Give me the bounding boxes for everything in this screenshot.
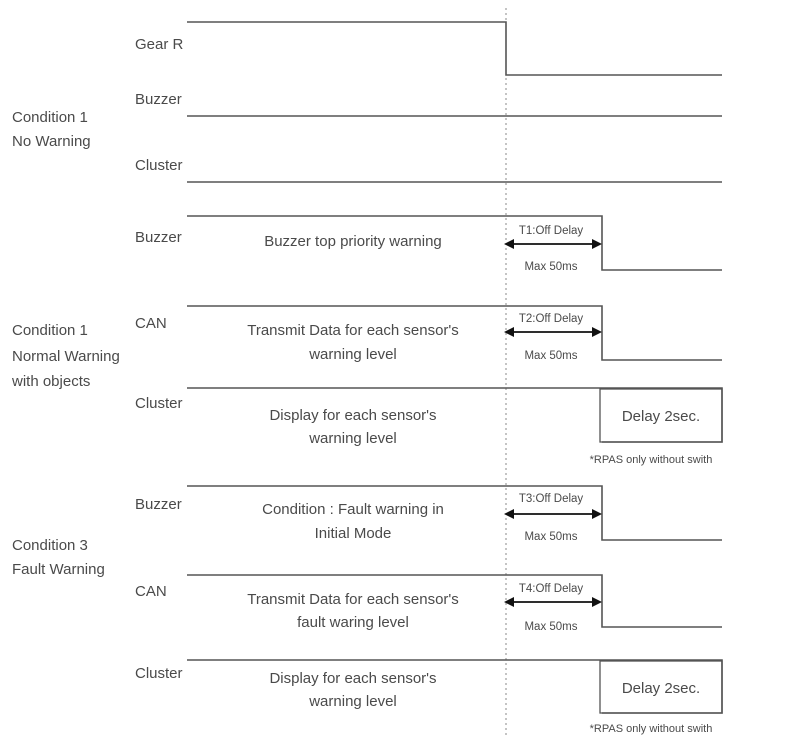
signal-label-buzzer: Buzzer [135, 229, 182, 246]
condition-2-subtitle: Normal Warning [12, 348, 120, 365]
arrow-left-head-icon [504, 597, 514, 607]
display-warning-text-line-1: Display for each sensor's [269, 407, 436, 424]
signal-label-can: CAN [135, 315, 167, 332]
arrow-right-head-icon [592, 327, 602, 337]
arrow-right-head-icon [592, 597, 602, 607]
t2-max-label: Max 50ms [524, 350, 577, 362]
signal-label-gear-r: Gear R [135, 36, 184, 53]
arrow-right-head-icon [592, 239, 602, 249]
can-waveform-condition-3 [187, 574, 722, 628]
t3-max-label: Max 50ms [524, 531, 577, 543]
t4-max-label: Max 50ms [524, 621, 577, 633]
t1-max-label: Max 50ms [524, 261, 577, 273]
transmit-fault-text-line-2: fault waring level [297, 614, 409, 631]
signal-label-cluster: Cluster [135, 395, 183, 412]
rpas-note: *RPAS only without swith [590, 454, 713, 466]
arrow-left-head-icon [504, 327, 514, 337]
condition-2-title: Condition 1 [12, 322, 88, 339]
display-fault-text-line-1: Display for each sensor's [269, 670, 436, 687]
transmit-fault-text-line-1: Transmit Data for each sensor's [247, 591, 459, 608]
condition-1-title: Condition 1 [12, 109, 88, 126]
condition-3-subtitle: Fault Warning [12, 561, 105, 578]
rpas-note: *RPAS only without swith [590, 723, 713, 735]
condition-1-label: Condition 1 No Warning [12, 109, 91, 150]
transmit-warning-text-line-2: warning level [308, 346, 397, 363]
can-waveform-condition-2 [187, 305, 722, 361]
gear-r-waveform [187, 21, 722, 76]
signal-label-cluster: Cluster [135, 157, 183, 174]
signal-label-can: CAN [135, 583, 167, 600]
condition-2-label: Condition 1 Normal Warning with objects [11, 322, 120, 390]
t2-delay-label: T2:Off Delay [519, 313, 584, 325]
t1-delay-label: T1:Off Delay [519, 225, 584, 237]
arrow-right-head-icon [592, 509, 602, 519]
display-warning-text-line-2: warning level [308, 430, 397, 447]
transmit-warning-text-line-1: Transmit Data for each sensor's [247, 322, 459, 339]
condition-2-subtitle-2: with objects [11, 373, 90, 390]
cluster-delay-text: Delay 2sec. [622, 408, 700, 425]
t4-delay-label: T4:Off Delay [519, 583, 584, 595]
buzzer-priority-text: Buzzer top priority warning [264, 233, 442, 250]
arrow-left-head-icon [504, 509, 514, 519]
signal-label-cluster: Cluster [135, 665, 183, 682]
arrow-left-head-icon [504, 239, 514, 249]
condition-1-subtitle: No Warning [12, 133, 91, 150]
cluster-delay-text: Delay 2sec. [622, 680, 700, 697]
cluster-delay-box [599, 388, 723, 443]
fault-initial-text-line-2: Initial Mode [315, 525, 392, 542]
fault-initial-text-line-1: Condition : Fault warning in [262, 501, 444, 518]
signal-label-buzzer: Buzzer [135, 496, 182, 513]
cluster-delay-box [599, 660, 723, 714]
t3-delay-label: T3:Off Delay [519, 493, 584, 505]
display-fault-text-line-2: warning level [308, 693, 397, 710]
buzzer-waveform-condition-2 [187, 215, 722, 271]
signal-label-buzzer: Buzzer [135, 91, 182, 108]
condition-3-title: Condition 3 [12, 537, 88, 554]
condition-3-label: Condition 3 Fault Warning [12, 537, 105, 578]
buzzer-waveform-condition-3 [187, 485, 722, 541]
